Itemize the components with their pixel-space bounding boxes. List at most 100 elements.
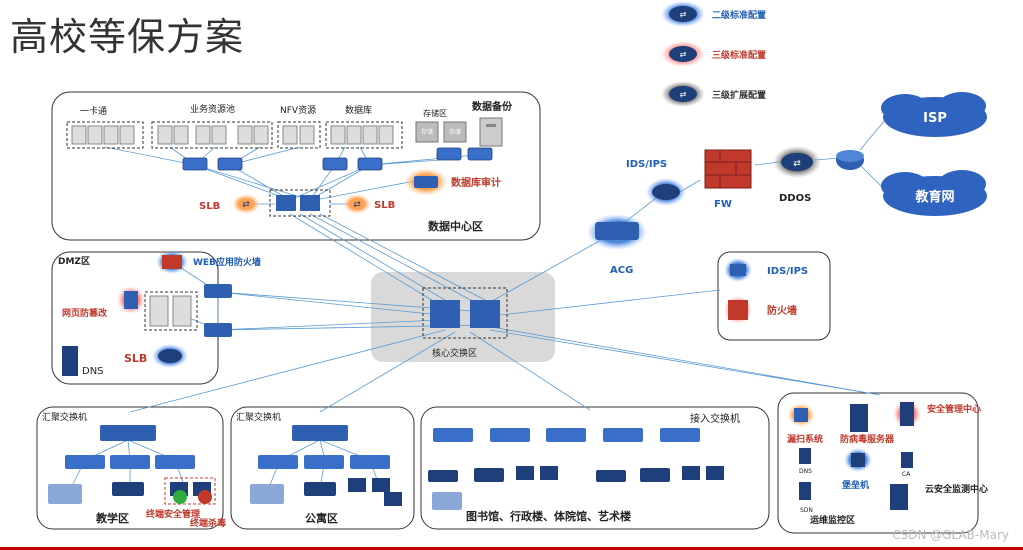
cloud-monitor-icon: [890, 484, 908, 510]
ext-security-zone: [717, 251, 831, 341]
svg-text:⇄: ⇄: [793, 159, 801, 169]
fw-icon: [704, 149, 752, 189]
anti-tamper-icon: [117, 286, 145, 314]
core-zone-label: 核心交换区: [432, 347, 477, 359]
legend-level3-ext-icon: ⇄: [661, 81, 705, 107]
dorm-wireless-ap-icon: [250, 484, 284, 504]
legend: ⇄ 二级标准配置 ⇄ 三级标准配置 ⇄ 三级扩展配置: [661, 1, 766, 107]
storage-unit-label-2: 存储: [449, 128, 461, 136]
edge: IDS/IPS FW ⇄ DDOS ISP 教育网 ACG: [587, 92, 987, 276]
waf-icon: [156, 250, 188, 274]
core: 核心交换区: [422, 287, 508, 359]
ops: 漏扫系统 防病毒服务器 安全管理中心 DNS 堡垒机 CA SDN 云安全监测中…: [787, 400, 988, 526]
waf-label: WEB应用防火墙: [193, 256, 261, 268]
ddos-icon: ⇄: [773, 146, 821, 178]
db-audit-icon: [404, 168, 448, 196]
dc-switch-icon: [182, 147, 493, 171]
dc-beifen-label: 数据备份: [472, 100, 513, 113]
core-zone: [371, 272, 555, 362]
ext-security: IDS/IPS 防火墙: [724, 258, 808, 324]
svg-text:⇄: ⇄: [680, 50, 687, 59]
core-switch-icon: [422, 287, 508, 339]
svg-text:⇄: ⇄: [680, 10, 687, 19]
dmz: DMZ区 WEB应用防火墙 网页防篡改 SLB DNS: [58, 250, 261, 377]
dorm-pc-icon: [348, 478, 402, 506]
dc-slb-right-icon: ⇄: [343, 194, 371, 214]
watermark: CSDN @GLAB-Mary: [892, 528, 1009, 542]
anti-tamper-label: 网页防篡改: [62, 307, 108, 319]
dorm-access-switch-icon: [258, 455, 390, 469]
teaching: 汇聚交换机 教学区 终端安全管理 终端杀毒: [42, 411, 226, 529]
svg-text:⇄: ⇄: [242, 200, 250, 210]
dc-slb-right-label: SLB: [374, 200, 395, 211]
db-audit-label: 数据库审计: [451, 176, 501, 189]
dns-server-icon: [62, 346, 78, 376]
server-group-nfv-icon: [277, 121, 321, 149]
wireless-ap-icon: [48, 484, 82, 504]
sdn-label: SDN: [800, 507, 813, 514]
ext-firewall-icon: [724, 296, 752, 324]
scan-label: 漏扫系统: [787, 433, 823, 445]
edunet-cloud-icon: [881, 170, 987, 216]
datacenter-zone-label: 数据中心区: [428, 219, 483, 233]
server-group-yikatong-icon: [66, 121, 144, 149]
av-server-icon: [850, 404, 868, 432]
teaching-access-switch-icon: [65, 455, 195, 469]
backup-server-icon: [479, 117, 503, 147]
footer-bar: [0, 547, 1023, 550]
ops-dns-icon: [799, 448, 811, 464]
terminal-mgmt-icon: [173, 490, 187, 504]
datacenter: 一卡通 业务资源池 NFV资源 数据库 存储区 数据备份 存储 存储 ⇄ SLB…: [66, 100, 513, 233]
acg-icon: [587, 214, 647, 250]
dmz-switch-icon: [204, 284, 232, 337]
ca-label: CA: [902, 471, 911, 478]
terminal-av-label: 终端杀毒: [189, 517, 226, 529]
dorm: 汇聚交换机 公寓区: [236, 411, 402, 525]
buildings-zone-label: 图书馆、行政楼、体院馆、艺术楼: [466, 509, 631, 523]
teaching-zone-label: 教学区: [95, 511, 129, 525]
buildings-endpoint-icon: [428, 466, 724, 482]
sec-center-icon: [893, 400, 921, 428]
teaching-agg-label: 汇聚交换机: [42, 411, 87, 423]
dc-slb-left-icon: ⇄: [232, 194, 260, 214]
legend-level3-icon: ⇄: [661, 41, 705, 67]
ids-ips-label: IDS/IPS: [626, 159, 667, 170]
access-switch-label: 接入交换机: [690, 412, 740, 425]
dorm-zone-label: 公寓区: [305, 511, 338, 525]
router-icon: [836, 150, 864, 170]
ext-ids-ips-icon: [724, 258, 752, 282]
av-server-label: 防病毒服务器: [840, 433, 895, 445]
sec-center-label: 安全管理中心: [927, 403, 981, 415]
buildings-access-switch-icon: [433, 428, 700, 442]
ops-zone: [777, 392, 979, 534]
dc-shujuku-label: 数据库: [345, 104, 372, 116]
page-title: 高校等保方案: [10, 15, 245, 59]
svg-text:⇄: ⇄: [680, 90, 687, 99]
datacenter-zone: [51, 91, 541, 241]
teaching-agg-switch-icon: [100, 425, 156, 441]
dorm-device-icon: [304, 482, 336, 496]
fw-label: FW: [714, 199, 732, 210]
dc-yikatong-label: 一卡通: [80, 105, 107, 117]
dc-slb-left-label: SLB: [199, 201, 220, 212]
svg-text:⇄: ⇄: [353, 200, 361, 210]
legend-level2-label: 二级标准配置: [712, 9, 766, 21]
dmz-slb-label: SLB: [124, 352, 147, 365]
ext-firewall-label: 防火墙: [767, 304, 797, 317]
scan-system-icon: [787, 403, 815, 427]
links: [69, 119, 886, 491]
server-group-yewu-icon: [151, 121, 273, 149]
terminal-mgmt-label: 终端安全管理: [145, 508, 200, 520]
isp-cloud-icon: [881, 92, 987, 137]
ext-ids-ips-label: IDS/IPS: [767, 266, 808, 277]
bastion-label: 堡垒机: [842, 479, 869, 491]
buildings: 接入交换机 图书馆、行政楼、体院馆、艺术楼: [428, 412, 740, 523]
isp-label: ISP: [923, 111, 947, 126]
teaching-device-icon: [112, 482, 144, 496]
server-group-db-icon: [325, 121, 403, 149]
dorm-agg-switch-icon: [292, 425, 348, 441]
dorm-zone: [230, 406, 415, 530]
acg-label: ACG: [610, 265, 633, 276]
dc-nfv-label: NFV资源: [280, 105, 316, 116]
legend-level3-ext-label: 三级扩展配置: [712, 89, 766, 101]
